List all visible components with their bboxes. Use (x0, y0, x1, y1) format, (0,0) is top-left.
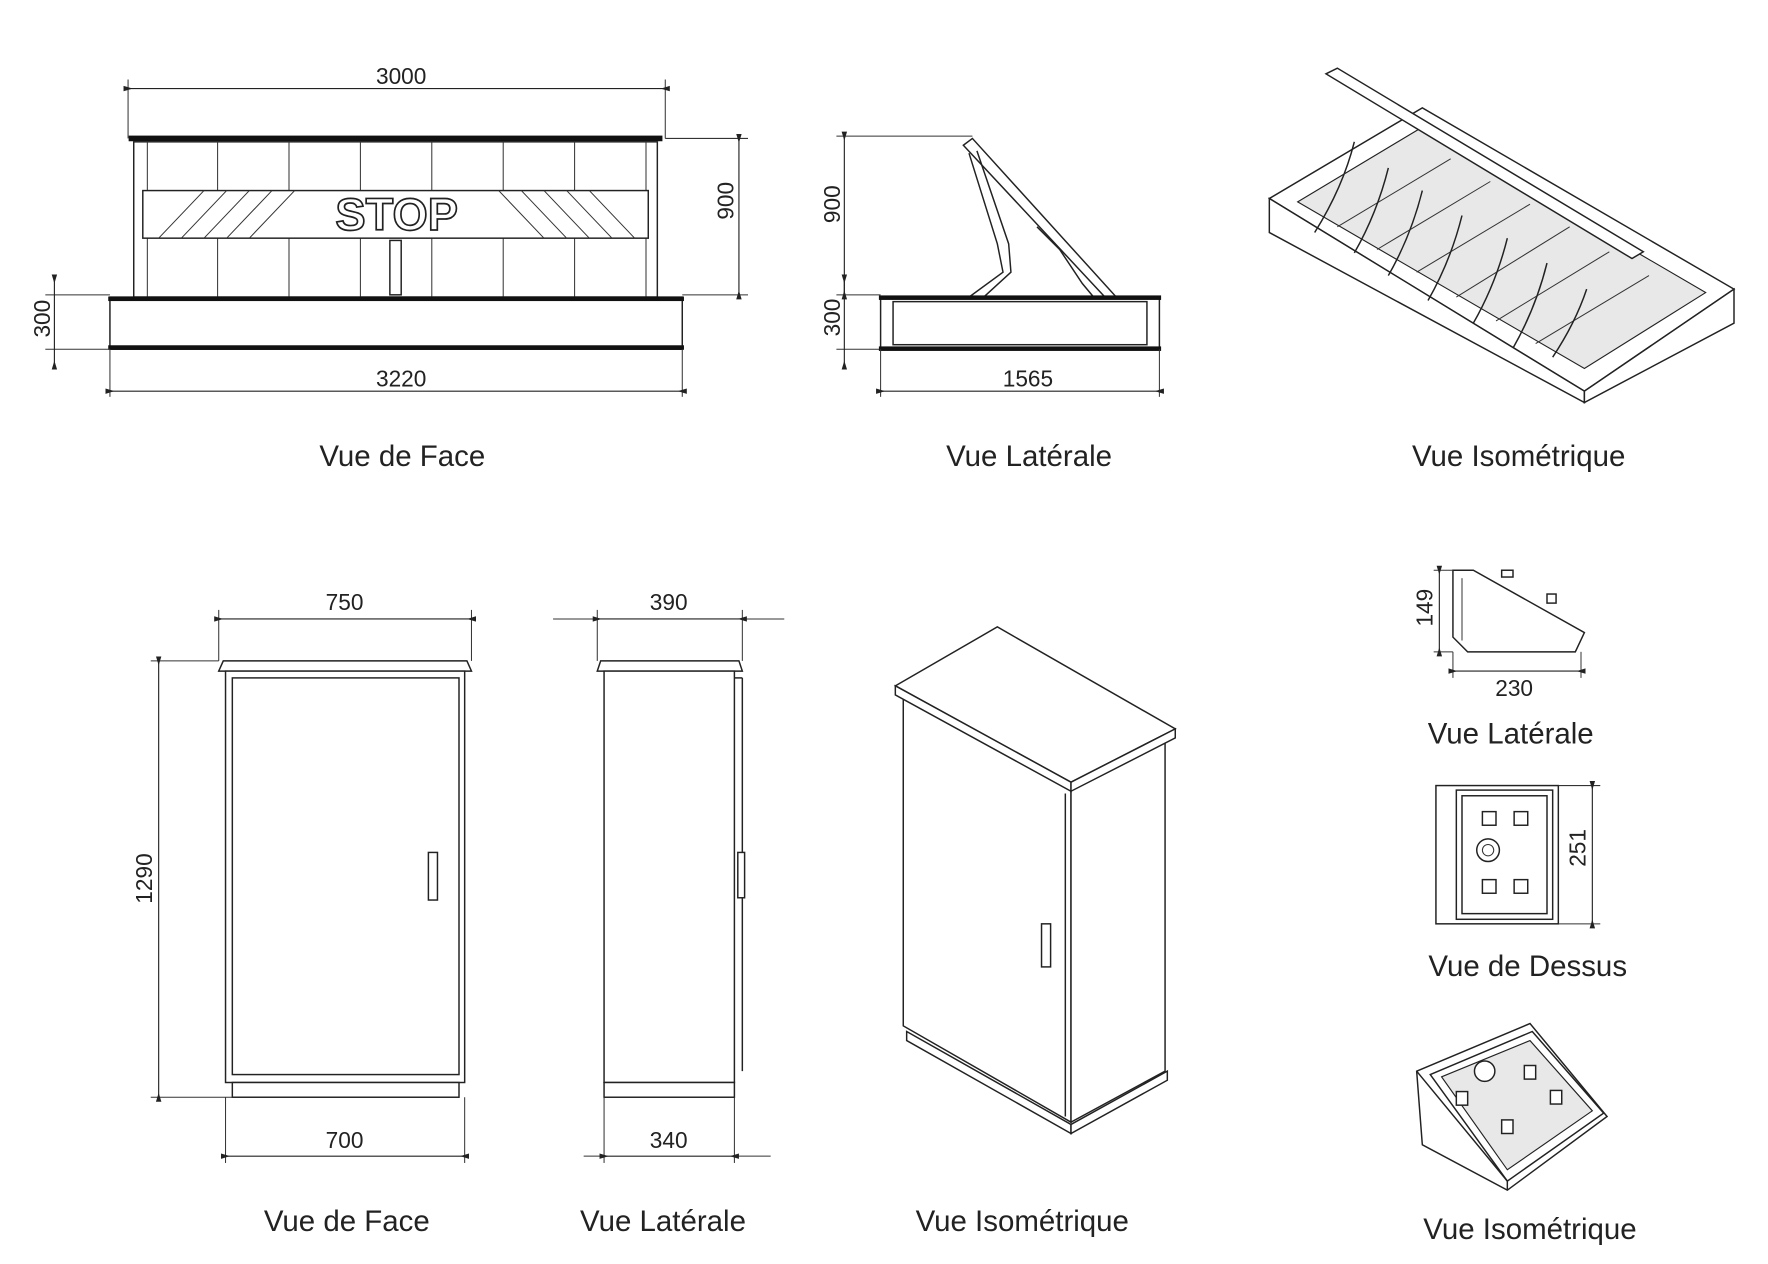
switch-icon (1481, 810, 1497, 826)
caption: Vue Isométrique (1423, 1213, 1636, 1246)
console-isometric-view: Vue Isométrique (1415, 1022, 1637, 1246)
console-top-view: 251 Vue de Dessus (1428, 781, 1627, 983)
cabinet-side-view: 390 340 Vue Latérale (553, 589, 785, 1238)
dimension-label: 390 (650, 589, 688, 615)
dimension-label: 300 (819, 299, 845, 337)
stop-sign-text: STOP (335, 189, 458, 240)
door-handle (427, 851, 439, 901)
dimension-label: 3220 (376, 366, 426, 392)
switch-icon (1513, 878, 1529, 894)
cabinet-isometric-view: Vue Isométrique (893, 626, 1177, 1238)
dimension-label: 230 (1495, 675, 1533, 701)
caption: Vue Isométrique (916, 1205, 1129, 1238)
dimension-label: 900 (712, 182, 738, 220)
barrier-side-view: 900 300 1565 Vue Latérale (819, 131, 1164, 473)
dimension-label: 1565 (1003, 366, 1053, 392)
dimension-label: 3000 (376, 63, 426, 89)
dimension-label: 1290 (131, 853, 157, 903)
key-switch-icon (1475, 838, 1501, 863)
dimension-label: 149 (1412, 589, 1438, 627)
dimension-label: 750 (326, 589, 364, 615)
caption: Vue Isométrique (1412, 440, 1625, 473)
cabinet-front-view: 750 1290 700 Vue de Face (131, 589, 476, 1238)
caption: Vue Latérale (1428, 718, 1594, 751)
dimension-label: 300 (29, 300, 55, 338)
barrier-front-view: 3000 STOP 900 300 3220 Vue de Face (29, 63, 748, 473)
switch-icon (1481, 878, 1497, 894)
caption: Vue de Face (264, 1205, 430, 1238)
dimension-label: 700 (326, 1127, 364, 1153)
console-side-view: 149 230 Vue Latérale (1412, 565, 1594, 751)
barrier-isometric-view: Vue Isométrique (1267, 67, 1736, 473)
switch-icon (1513, 810, 1529, 826)
caption: Vue de Face (319, 440, 485, 473)
dimension-label: 251 (1565, 829, 1591, 867)
caption: Vue de Dessus (1428, 950, 1627, 983)
dimension-label: 340 (650, 1127, 688, 1153)
dimension-label: 900 (819, 185, 845, 223)
caption: Vue Latérale (580, 1205, 746, 1238)
caption: Vue Latérale (946, 440, 1112, 473)
